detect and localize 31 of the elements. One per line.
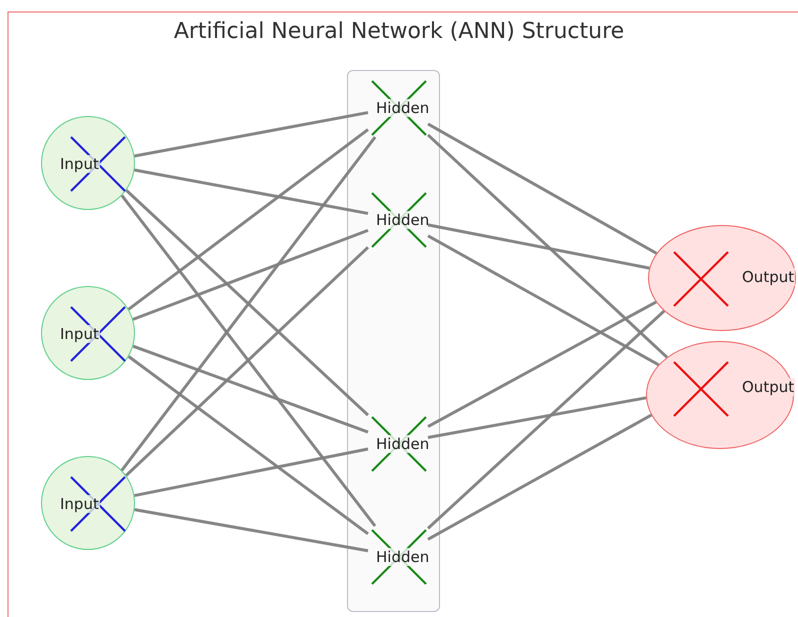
connection-line: [428, 396, 646, 440]
connection-line: [134, 448, 368, 498]
connection-line: [125, 189, 370, 416]
connection-line: [428, 223, 650, 270]
hidden-neuron-label: Hidden: [375, 99, 430, 117]
connection-line: [120, 136, 376, 472]
connection-line: [134, 508, 368, 552]
connection-line: [132, 344, 369, 434]
connection-line: [132, 228, 369, 321]
connection-line: [427, 300, 657, 428]
connection-line: [125, 246, 370, 477]
neuron-label: Input: [59, 155, 100, 173]
connection-line: [128, 355, 369, 535]
connection-line: [427, 414, 652, 541]
connection-line: [128, 128, 369, 310]
hidden-neuron-label: Hidden: [375, 211, 430, 229]
connection-line: [427, 122, 658, 255]
neuron-label: Output: [741, 268, 796, 286]
neuron-label: Input: [59, 495, 100, 513]
hidden-layer-box: [347, 70, 440, 612]
connection-line: [134, 168, 368, 215]
connection-line: [426, 134, 668, 358]
connection-line: [426, 310, 666, 530]
hidden-neuron-label: Hidden: [375, 548, 430, 566]
connection-line: [427, 234, 660, 366]
neuron-label: Output: [741, 378, 796, 396]
diagram-title: Artificial Neural Network (ANN) Structure: [172, 19, 626, 44]
hidden-neuron-label: Hidden: [375, 435, 430, 453]
neuron-label: Input: [59, 325, 100, 343]
connection-line: [134, 111, 368, 158]
connection-line: [120, 194, 376, 527]
